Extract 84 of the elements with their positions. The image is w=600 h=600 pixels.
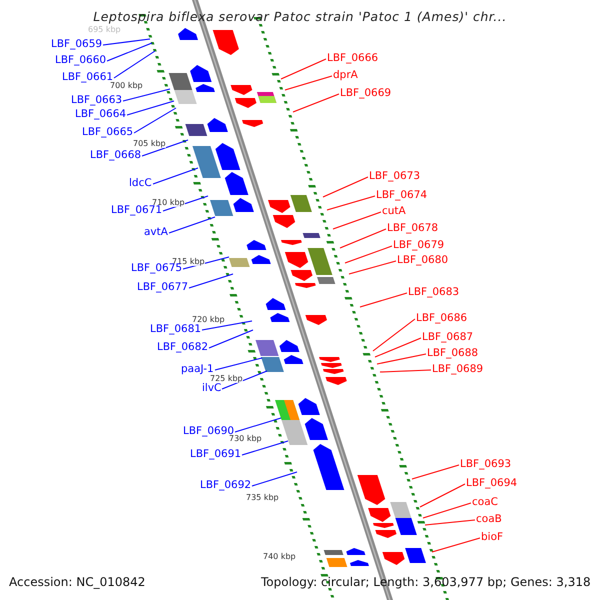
gene-label: LBF_0691 — [190, 448, 242, 460]
scale-label: 720 kbp — [192, 315, 225, 324]
gene-label: LBF_0671 — [111, 204, 162, 216]
leader-line — [376, 354, 426, 364]
leader-line — [372, 318, 416, 352]
leader-line — [134, 108, 176, 134]
leader-line — [114, 50, 156, 78]
scale-label: 695 kbp — [88, 25, 121, 34]
gene-label: LBF_0681 — [150, 323, 202, 335]
leader-line — [344, 246, 392, 264]
gene-label: LBF_0659 — [51, 38, 102, 50]
scale-label: 725 kbp — [210, 374, 243, 383]
gene-label: LBF_0689 — [432, 363, 484, 375]
leader-line — [188, 274, 234, 288]
scale-label: 740 kbp — [263, 552, 296, 561]
gene-label: coaC — [472, 496, 498, 508]
gene-label: ilvC — [202, 382, 222, 394]
leader-line — [152, 168, 198, 184]
leader-line — [126, 100, 174, 116]
gene-label: coaB — [476, 513, 502, 525]
leader-line — [424, 520, 476, 526]
leader-line — [284, 76, 332, 90]
gene-label: LBF_0686 — [416, 312, 468, 324]
leader-line — [168, 216, 216, 234]
leader-line — [422, 502, 472, 518]
leader-line — [340, 228, 386, 248]
gene-label: LBF_0674 — [376, 189, 428, 201]
leader-line — [142, 140, 188, 156]
scale-label: 735 kbp — [246, 493, 279, 502]
leader-line — [106, 42, 152, 62]
gene-label: bioF — [481, 531, 504, 543]
leader-line — [292, 94, 340, 112]
gene-label: LBF_0694 — [466, 477, 518, 489]
gene-label: dprA — [333, 69, 358, 81]
gene-label: LBF_0693 — [460, 458, 512, 470]
gene-label: LBF_0673 — [369, 170, 420, 182]
gene-label: paaJ-1 — [181, 363, 214, 375]
gene-label: LBF_0669 — [340, 87, 392, 99]
leader-line — [420, 484, 466, 508]
gene-label: avtA — [144, 226, 168, 238]
leader-line — [102, 38, 150, 46]
leader-line — [412, 464, 460, 480]
gene-label: LBF_0661 — [62, 71, 114, 83]
gene-label: LBF_0678 — [387, 222, 438, 234]
gene-label: LBF_0690 — [183, 425, 234, 437]
gene-label: LBF_0679 — [393, 239, 444, 251]
gene-label: LBF_0680 — [397, 254, 448, 266]
gene-label: LBF_0663 — [71, 94, 122, 106]
leader-line — [332, 212, 382, 230]
leader-line — [326, 196, 376, 210]
leader-line — [432, 538, 480, 552]
gene-label: LBF_0664 — [75, 108, 126, 120]
leader-line — [222, 370, 268, 390]
gene-label: LBF_0677 — [137, 281, 188, 293]
leader-line — [252, 472, 298, 486]
gene-label: LBF_0666 — [327, 52, 378, 64]
leader-line — [214, 358, 262, 370]
leader-line — [374, 338, 422, 358]
gene-label: ldcC — [129, 177, 152, 189]
leader-line — [348, 260, 396, 274]
gene-label: LBF_0668 — [90, 149, 142, 161]
leader-line — [234, 418, 282, 432]
summary-text: Topology: circular; Length: 3,603,977 bp; Genes: 3,318 — [261, 576, 591, 588]
gene-label: LBF_0688 — [427, 347, 478, 359]
diagram-title: Leptospira biflexa serovar Patoc strain 'Patoc 1 (Ames)' chr... — [92, 11, 508, 23]
gene-label: LBF_0665 — [82, 126, 134, 138]
leader-line — [122, 88, 170, 102]
gene-label: cutA — [382, 205, 406, 217]
leader-line — [380, 370, 432, 372]
scale-label: 730 kbp — [229, 434, 262, 443]
leader-line — [280, 58, 326, 80]
leader-line — [360, 292, 408, 308]
leader-line — [242, 440, 288, 456]
leader-line — [208, 330, 254, 348]
scale-label: 700 kbp — [110, 81, 143, 90]
gene-label: LBF_0682 — [157, 341, 208, 353]
gene-label: LBF_0687 — [422, 331, 474, 343]
gene-label: LBF_0683 — [408, 286, 460, 298]
leader-line — [322, 176, 368, 198]
gene-label: LBF_0660 — [55, 54, 106, 66]
accession-text: Accession: NC_010842 — [9, 576, 146, 588]
gene-label: LBF_0692 — [200, 479, 252, 491]
leader-line — [202, 320, 252, 330]
scale-label: 705 kbp — [133, 139, 166, 148]
